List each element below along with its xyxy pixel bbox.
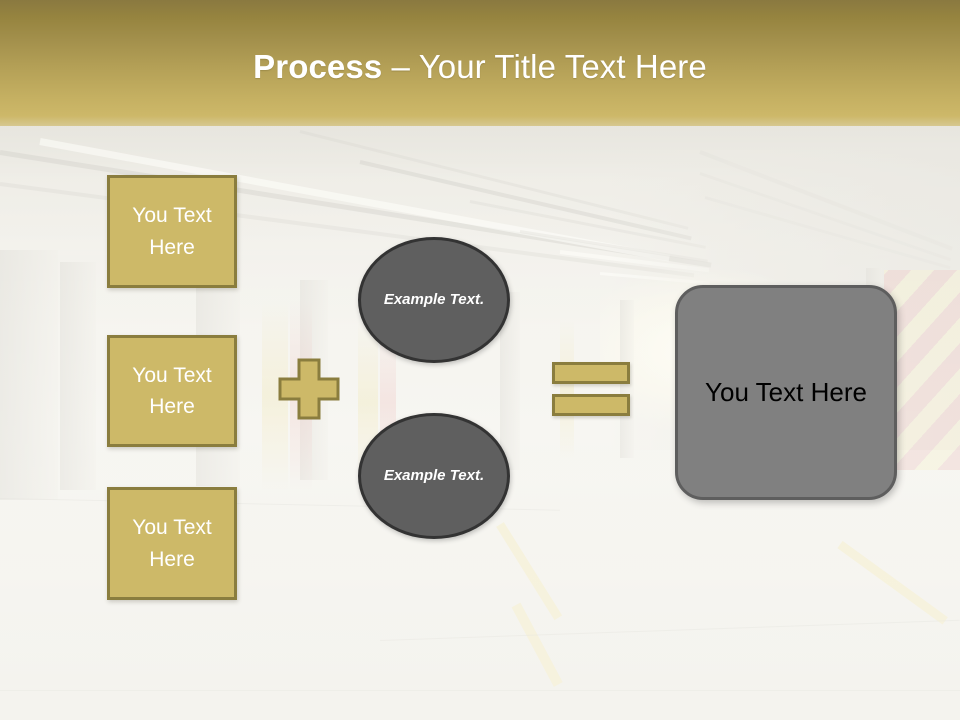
input-box-2[interactable]: You Text Here: [107, 335, 237, 447]
result-box[interactable]: You Text Here: [675, 285, 897, 500]
input-box-1[interactable]: You Text Here: [107, 175, 237, 288]
input-box-1-label: You Text Here: [132, 204, 212, 259]
plus-operator: [278, 358, 340, 420]
input-box-2-label: You Text Here: [132, 363, 212, 418]
example-circle-2-label: Example Text.: [383, 467, 485, 485]
title-banner: Process – Your Title Text Here: [0, 0, 960, 126]
input-box-3-label: You Text Here: [132, 516, 212, 571]
equals-bar-top: [552, 362, 630, 384]
equals-bar-bottom: [552, 394, 630, 416]
example-circle-1-label: Example Text.: [383, 291, 485, 309]
page-title-rest: Your Title Text Here: [418, 48, 707, 85]
input-box-3[interactable]: You Text Here: [107, 487, 237, 600]
plus-icon: [278, 358, 340, 420]
example-circle-2[interactable]: Example Text.: [358, 413, 510, 539]
result-box-label: You Text Here: [705, 377, 867, 407]
example-circle-1[interactable]: Example Text.: [358, 237, 510, 363]
page-title-bold: Process: [253, 48, 383, 85]
page-title: Process – Your Title Text Here: [0, 48, 960, 86]
page-title-separator: –: [382, 48, 419, 85]
